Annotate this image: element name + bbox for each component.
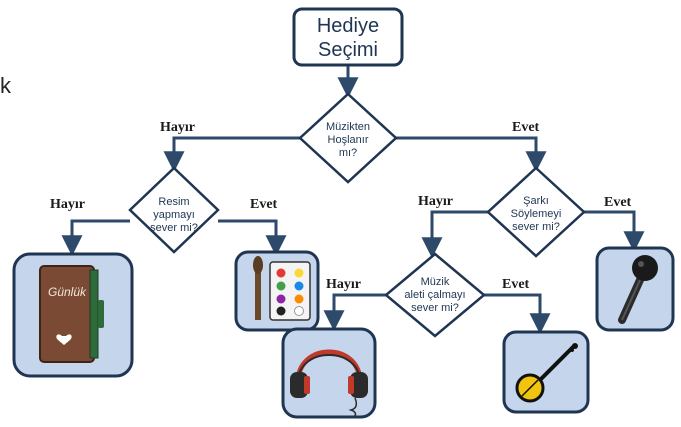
heart-icon: [56, 334, 72, 345]
root-node: Hediye Seçimi: [292, 7, 404, 67]
label-singing-no: Hayır: [418, 194, 453, 209]
decision-singing-line-1: Şarkı: [523, 195, 549, 207]
decision-drawing-line-1: Resim: [158, 196, 189, 208]
connector-singing-no: [421, 210, 488, 259]
decision-instrument-line-1: Müzik: [421, 276, 450, 288]
paint-palette-icon: [253, 256, 311, 321]
outcome-microphone: [595, 246, 675, 332]
connector-music-no: [163, 136, 300, 173]
decision-instrument: Müzik aleti çalmayı sever mi?: [384, 252, 486, 338]
brush-handle: [255, 268, 261, 320]
label-drawing-yes: Evet: [250, 197, 278, 212]
label-music-no: Hayır: [160, 120, 195, 135]
decision-drawing-line-2: yapmayı: [153, 209, 195, 221]
decision-music-line-3: mı?: [339, 147, 357, 159]
connector-drawing-no: [61, 219, 130, 257]
decision-singing-line-3: sever mi?: [512, 221, 560, 233]
outcome-paints: [234, 250, 320, 332]
outcome-headphones: [281, 327, 377, 419]
decision-drawing: Resim yapmayı sever mi?: [128, 166, 220, 254]
decision-instrument-line-2: aleti çalmayı: [404, 289, 465, 301]
connector-music-yes: [396, 136, 547, 173]
banjo-icon: [515, 343, 578, 403]
outcome-banjo: [502, 330, 590, 414]
decision-music-line-2: Hoşlanır: [328, 134, 369, 146]
microphone-icon: [618, 255, 658, 324]
label-instrument-yes: Evet: [502, 277, 530, 292]
diary-label: Günlük: [48, 285, 87, 299]
decision-singing-line-2: Söylemeyi: [511, 208, 562, 220]
diary-icon: Günlük: [39, 265, 104, 363]
connector-drawing-yes: [218, 219, 287, 257]
cropped-letter: k: [0, 73, 12, 98]
connector-lines: [61, 66, 645, 335]
label-music-yes: Evet: [512, 120, 540, 135]
label-drawing-no: Hayır: [50, 197, 85, 212]
connector-singing-yes: [584, 210, 645, 253]
decision-music-line-1: Müzikten: [326, 121, 370, 133]
headphones-icon: [290, 349, 368, 417]
connector-instrument-no: [323, 293, 386, 332]
decision-drawing-line-3: sever mi?: [150, 222, 198, 234]
decision-instrument-line-3: sever mi?: [411, 302, 459, 314]
label-singing-yes: Evet: [604, 195, 632, 210]
root-line-1: Hediye: [317, 15, 379, 37]
root-line-2: Seçimi: [318, 39, 378, 61]
decision-music: Müzikten Hoşlanır mı?: [298, 92, 398, 184]
label-instrument-no: Hayır: [326, 277, 361, 292]
decision-singing: Şarkı Söylemeyi sever mi?: [486, 166, 586, 258]
connector-instrument-yes: [484, 293, 551, 335]
brush-tip: [253, 256, 263, 274]
outcome-diary: Günlük: [12, 252, 134, 378]
